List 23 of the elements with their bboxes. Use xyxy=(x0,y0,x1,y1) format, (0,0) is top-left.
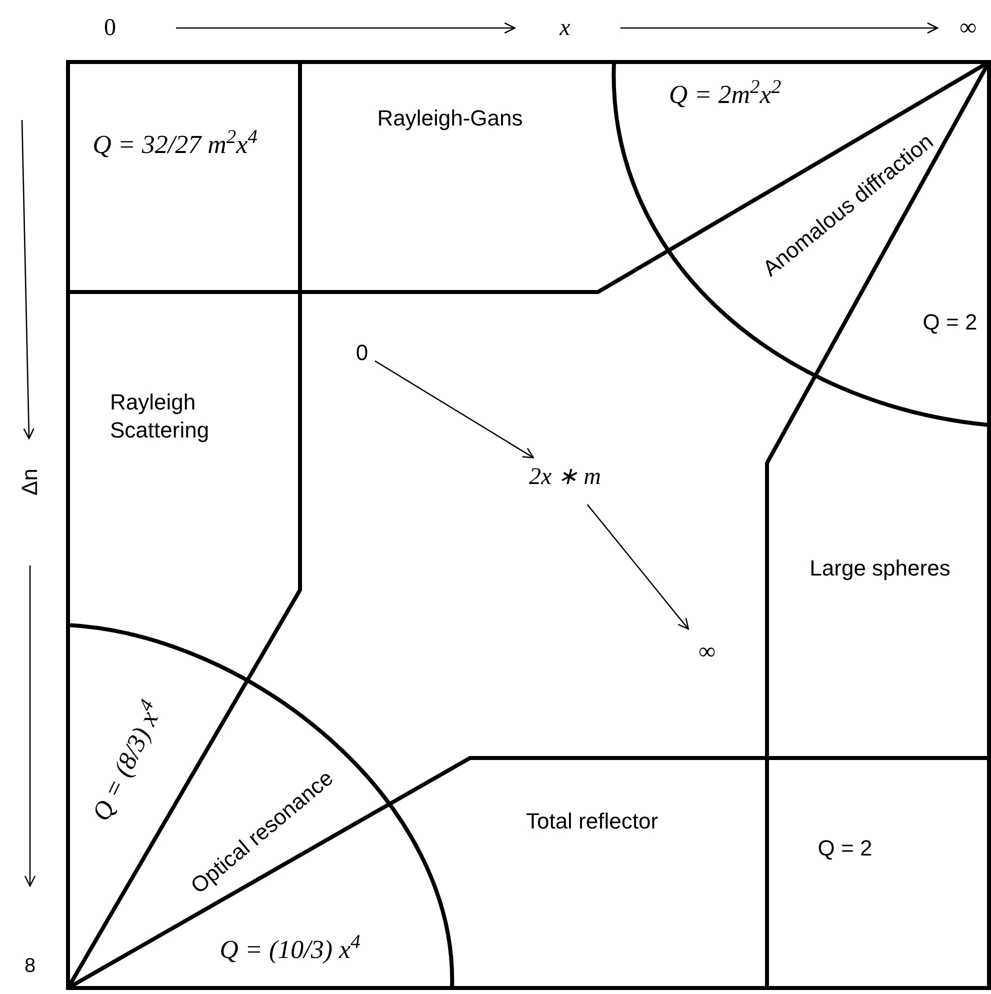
formula: Q = 2 xyxy=(818,834,872,862)
region-label: Rayleigh-Gans xyxy=(377,104,523,132)
axis-label: 0 xyxy=(104,16,116,40)
formula: Q = 32/27 m$^{2}$x$^{4}$ xyxy=(92,128,258,161)
region-label: Large spheres xyxy=(810,554,950,582)
arrow xyxy=(586,504,690,630)
arrow xyxy=(176,22,516,34)
formula: Q = (10/3) x$^{4}$ xyxy=(220,934,360,966)
arrow xyxy=(620,22,938,34)
arrow xyxy=(21,120,34,440)
arrow xyxy=(374,360,534,458)
region-label: Rayleigh Scattering xyxy=(110,388,210,444)
formula: Q = 2 xyxy=(922,308,978,336)
region-label: Total reflector xyxy=(526,807,658,835)
formula: Q = 2m$^{2}$x$^{2}$ xyxy=(668,78,782,111)
axis-label: 0 xyxy=(356,342,368,364)
arrow xyxy=(24,565,36,887)
axis-label: ∞ xyxy=(959,16,977,40)
axis-label: x xyxy=(560,16,570,40)
axis-label: Δn xyxy=(19,468,41,496)
axis-label: 2x ∗ m xyxy=(529,465,601,489)
axis-label: ∞ xyxy=(698,640,716,664)
axis-label: 8 xyxy=(24,956,36,976)
